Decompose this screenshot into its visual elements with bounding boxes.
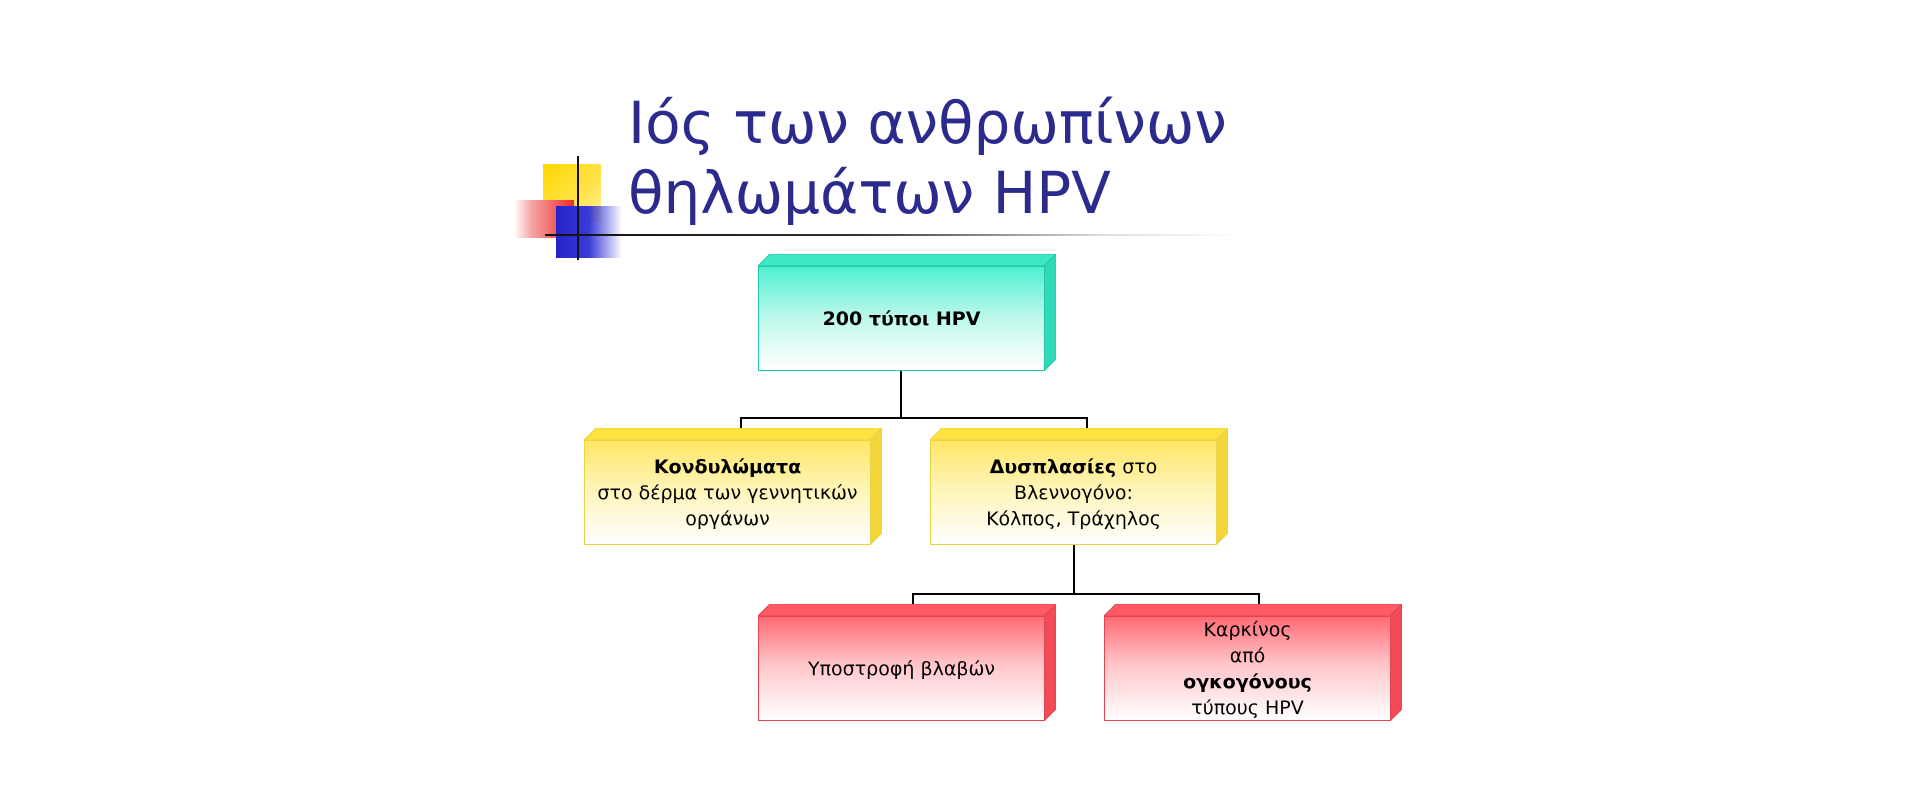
connector-to-warts (740, 417, 742, 430)
node-root-3d-edges (758, 254, 1056, 371)
title-line-1: Ιός των ανθρωπίνων (628, 89, 1227, 157)
node-warts-line3: οργάνων (685, 507, 770, 530)
connector-level2-bar (740, 417, 1088, 419)
node-regression-3d-edges (758, 604, 1056, 721)
node-root-face: 200 τύποι HPV (758, 266, 1045, 371)
node-cancer-line2: από (1229, 644, 1266, 667)
deco-blue-square (556, 206, 622, 258)
node-cancer-face: Καρκίνος από ογκογόνους τύπους HPV (1104, 616, 1391, 721)
node-warts-line2: στο δέρμα των γεννητικών (597, 481, 858, 504)
node-dysplasia-rest1: στο (1116, 455, 1158, 478)
connector-to-cancer (1258, 593, 1260, 606)
node-regression-label: Υποστροφή βλαβών (808, 657, 995, 680)
node-root-label: 200 τύποι HPV (822, 307, 981, 330)
node-root-hpv-types: 200 τύποι HPV (758, 254, 1056, 371)
node-warts: Κονδυλώματα στο δέρμα των γεννητικών οργ… (584, 428, 882, 545)
connector-dysplasia-down (1073, 545, 1075, 594)
connector-to-dysplasia (1086, 417, 1088, 430)
deco-vertical-line (577, 156, 579, 260)
connector-level3-bar (912, 593, 1260, 595)
node-cancer-line4: τύπους HPV (1191, 696, 1304, 719)
node-regression-face: Υποστροφή βλαβών (758, 616, 1045, 721)
node-cancer: Καρκίνος από ογκογόνους τύπους HPV (1104, 604, 1402, 721)
node-regression: Υποστροφή βλαβών (758, 604, 1056, 721)
node-warts-face: Κονδυλώματα στο δέρμα των γεννητικών οργ… (584, 440, 871, 545)
node-dysplasia-line3: Κόλπος, Τράχηλος (986, 507, 1161, 530)
slide-title: Ιός των ανθρωπίνων θηλωμάτων HPV (628, 88, 1227, 228)
node-cancer-line1: Καρκίνος (1203, 618, 1292, 641)
node-dysplasia-line2: Βλεννογόνο: (1014, 481, 1133, 504)
node-warts-bold: Κονδυλώματα (653, 455, 802, 478)
node-dysplasia: Δυσπλασίες στο Βλεννογόνο: Κόλπος, Τράχη… (930, 428, 1228, 545)
title-underline-rule (545, 234, 1245, 236)
connector-to-regression (912, 593, 914, 606)
connector-root-down (900, 370, 902, 418)
title-line-2: θηλωμάτων HPV (628, 159, 1111, 227)
node-dysplasia-face: Δυσπλασίες στο Βλεννογόνο: Κόλπος, Τράχη… (930, 440, 1217, 545)
node-cancer-bold: ογκογόνους (1183, 670, 1312, 693)
node-dysplasia-bold: Δυσπλασίες (989, 455, 1117, 478)
